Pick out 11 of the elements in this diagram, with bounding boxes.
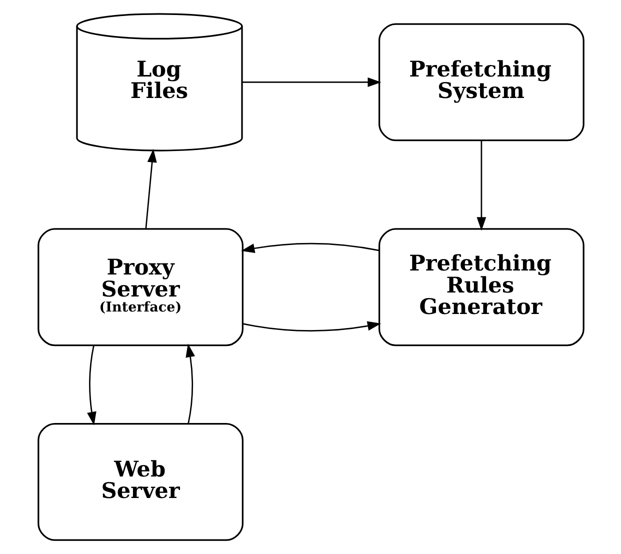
- node-box: Web Server: [37, 422, 243, 541]
- node-box: Proxy Server (Interface): [37, 228, 243, 346]
- arrow: [476, 140, 486, 231]
- arrow: [242, 321, 381, 332]
- arrow: [240, 242, 379, 253]
- arrow: [86, 345, 96, 426]
- node-box: Prefetching System: [378, 23, 584, 142]
- arrow: [242, 77, 381, 87]
- arrow: [144, 148, 156, 229]
- arrow: [185, 344, 195, 424]
- node-box: Prefetching Rules Generator: [378, 228, 584, 346]
